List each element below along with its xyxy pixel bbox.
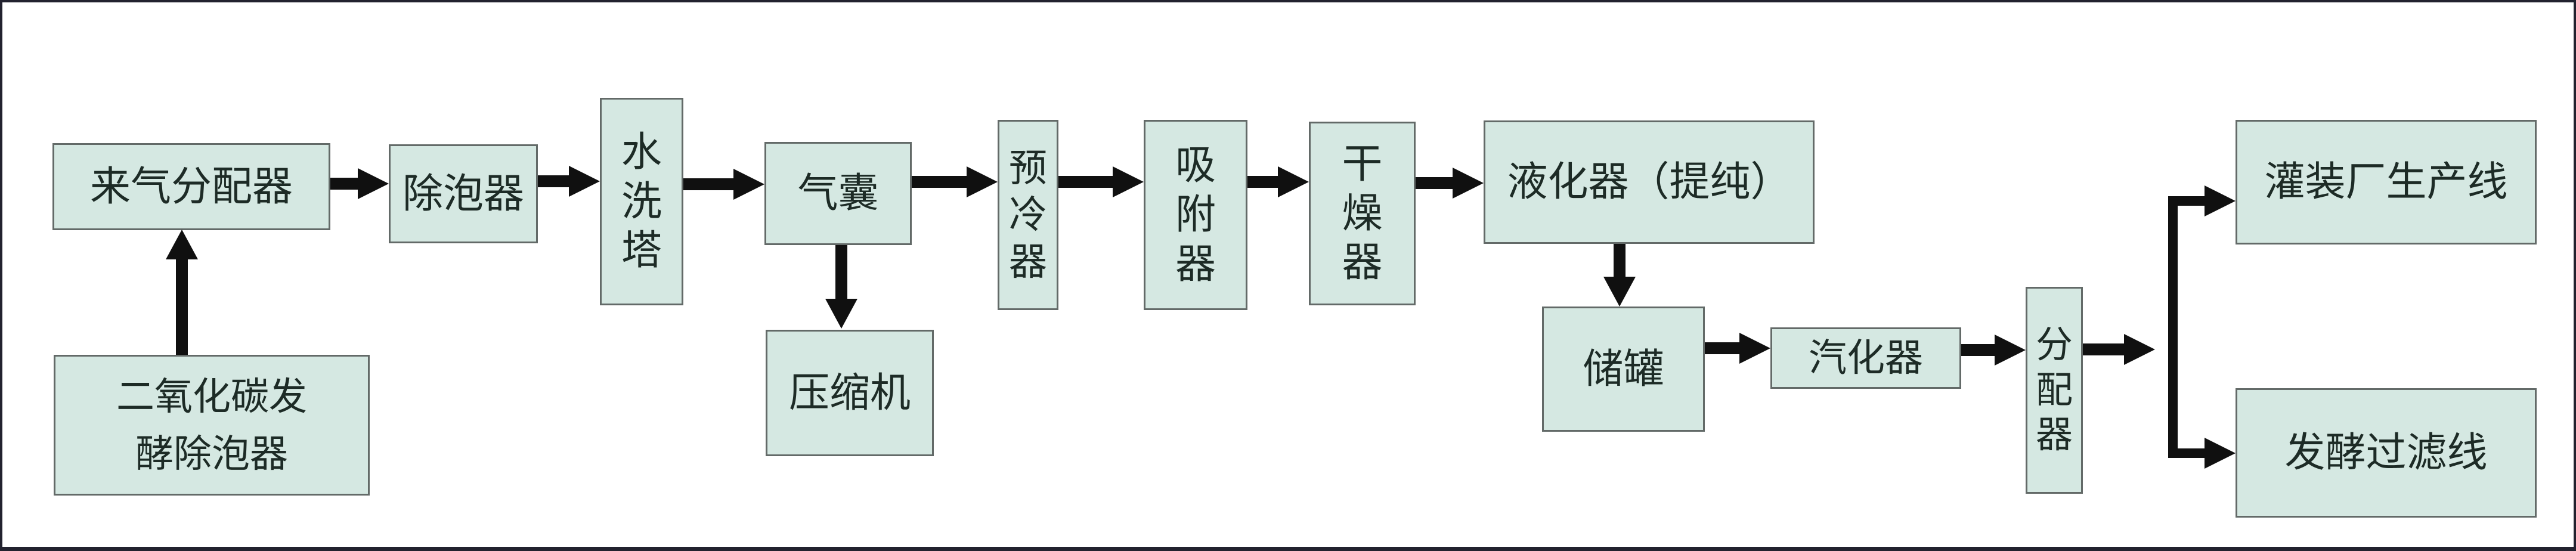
arrow-head-icon bbox=[2124, 334, 2155, 365]
node-liquefier-purification: 液化器（提纯） bbox=[1484, 120, 1815, 244]
node-precooler: 预冷器 bbox=[998, 120, 1058, 310]
arrow-shaft bbox=[538, 175, 571, 187]
arrow-shaft bbox=[683, 178, 735, 190]
node-adsorber: 吸附器 bbox=[1144, 120, 1247, 310]
arrow-head-icon bbox=[733, 169, 764, 200]
node-label-line-1: 二氧化碳发 bbox=[116, 375, 307, 418]
node-compressor: 压缩机 bbox=[766, 330, 934, 456]
node-fermentation-filter-line: 发酵过滤线 bbox=[2236, 388, 2537, 518]
node-vaporizer: 汽化器 bbox=[1770, 327, 1961, 389]
node-label: 汽化器 bbox=[1809, 336, 1923, 380]
node-label: 灌装厂生产线 bbox=[2264, 159, 2508, 205]
arrow-shaft bbox=[176, 258, 188, 355]
arrow-shaft bbox=[1705, 342, 1742, 354]
node-label: 吸附器 bbox=[1175, 143, 1216, 287]
arrow-head-icon bbox=[967, 166, 998, 197]
arrow-head-icon bbox=[1995, 335, 2026, 366]
node-label: 干燥器 bbox=[1342, 141, 1383, 286]
arrow-shaft bbox=[1614, 244, 1626, 278]
arrow-shaft bbox=[2168, 448, 2207, 458]
node-distributor: 分配器 bbox=[2026, 287, 2083, 494]
arrow-shaft bbox=[330, 178, 359, 190]
node-label: 分配器 bbox=[2035, 324, 2073, 456]
node-gas-bag: 气囊 bbox=[764, 142, 912, 245]
node-label: 气囊 bbox=[797, 171, 879, 216]
arrow-head-icon bbox=[569, 166, 600, 197]
arrow-head-icon bbox=[1113, 166, 1144, 197]
arrow-shaft bbox=[1416, 177, 1455, 189]
arrow-shaft bbox=[1961, 344, 1997, 356]
node-label: 预冷器 bbox=[1008, 147, 1047, 283]
arrow-head-icon bbox=[2205, 185, 2236, 216]
node-storage-tank: 储罐 bbox=[1542, 307, 1705, 432]
arrow-shaft bbox=[1247, 176, 1280, 188]
node-water-wash-tower: 水洗塔 bbox=[600, 98, 683, 305]
node-label: 储罐 bbox=[1583, 346, 1664, 392]
node-label: 水洗塔 bbox=[621, 129, 662, 274]
arrow-head-icon bbox=[825, 299, 857, 329]
arrow-head-icon bbox=[2205, 438, 2236, 469]
node-source-gas-distributor: 来气分配器 bbox=[52, 143, 330, 230]
node-co2-fermentation-defoamer: 二氧化碳发 酵除泡器 bbox=[54, 355, 370, 496]
arrow-head-icon bbox=[1278, 166, 1309, 197]
node-label: 除泡器 bbox=[402, 171, 524, 216]
arrow-shaft bbox=[835, 245, 847, 300]
arrow-shaft bbox=[2168, 196, 2207, 206]
node-label: 压缩机 bbox=[788, 370, 911, 416]
node-label: 二氧化碳发 酵除泡器 bbox=[116, 368, 307, 482]
node-label: 来气分配器 bbox=[89, 163, 293, 209]
arrow-head-icon bbox=[1739, 333, 1770, 364]
arrow-head-icon bbox=[1603, 277, 1636, 307]
arrow-head-icon bbox=[166, 230, 198, 259]
arrow-head-icon bbox=[358, 168, 389, 199]
arrow-shaft bbox=[2083, 343, 2126, 355]
arrow-shaft bbox=[1058, 176, 1115, 188]
node-defoamer: 除泡器 bbox=[389, 144, 538, 243]
branch-vertical-line bbox=[2168, 196, 2178, 458]
node-label: 液化器（提纯） bbox=[1507, 159, 1791, 205]
arrow-head-icon bbox=[1453, 168, 1484, 199]
arrow-shaft bbox=[912, 176, 969, 188]
node-label: 发酵过滤线 bbox=[2284, 430, 2488, 476]
node-label-line-2: 酵除泡器 bbox=[135, 432, 288, 475]
node-dryer: 干燥器 bbox=[1309, 122, 1416, 305]
node-filling-plant-production-line: 灌装厂生产线 bbox=[2236, 120, 2537, 244]
